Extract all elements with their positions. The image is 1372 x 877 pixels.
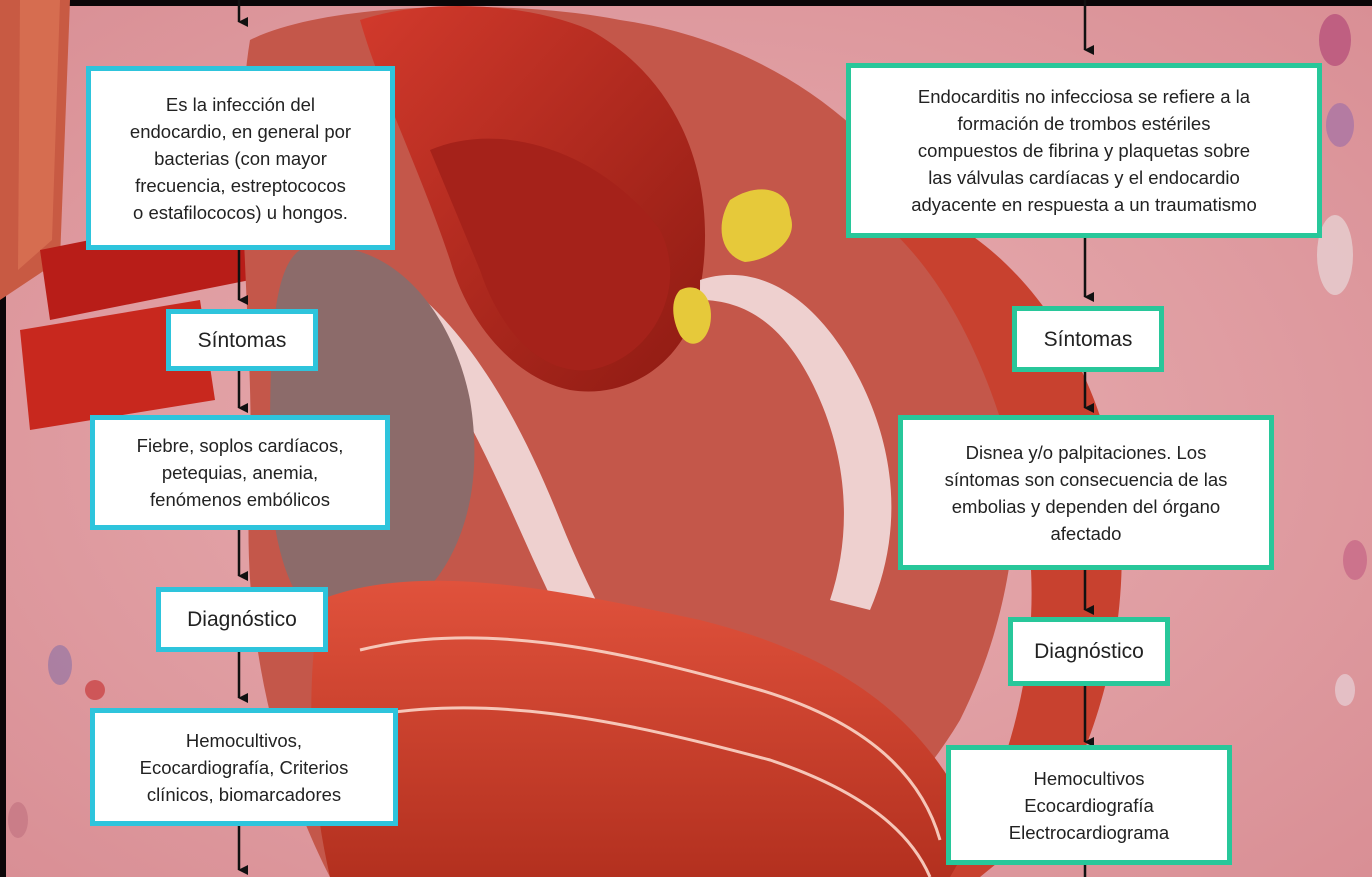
right-symptoms-title: Síntomas [1044, 326, 1133, 353]
left-diagnosis-title-box: Diagnóstico [156, 587, 328, 652]
right-diagnosis-title: Diagnóstico [1034, 638, 1144, 665]
right-diagnosis-title-box: Diagnóstico [1008, 617, 1170, 686]
left-definition-box: Es la infección del endocardio, en gener… [86, 66, 395, 250]
left-diagnosis-title: Diagnóstico [187, 606, 297, 633]
left-symptoms-title: Síntomas [198, 327, 287, 354]
right-symptoms-box: Disnea y/o palpitaciones. Los síntomas s… [898, 415, 1274, 570]
left-diagnosis-text: Hemocultivos, Ecocardiografía, Criterios… [140, 727, 349, 808]
right-symptoms-title-box: Síntomas [1012, 306, 1164, 372]
right-definition-text: Endocarditis no infecciosa se refiere a … [911, 83, 1257, 218]
left-diagnosis-box: Hemocultivos, Ecocardiografía, Criterios… [90, 708, 398, 826]
right-diagnosis-text: Hemocultivos Ecocardiografía Electrocard… [1009, 765, 1169, 846]
left-definition-text: Es la infección del endocardio, en gener… [130, 91, 351, 226]
left-symptoms-title-box: Síntomas [166, 309, 318, 371]
left-symptoms-text: Fiebre, soplos cardíacos, petequias, ane… [137, 432, 344, 513]
right-diagnosis-box: Hemocultivos Ecocardiografía Electrocard… [946, 745, 1232, 865]
right-symptoms-text: Disnea y/o palpitaciones. Los síntomas s… [945, 439, 1228, 547]
left-symptoms-box: Fiebre, soplos cardíacos, petequias, ane… [90, 415, 390, 530]
right-definition-box: Endocarditis no infecciosa se refiere a … [846, 63, 1322, 238]
